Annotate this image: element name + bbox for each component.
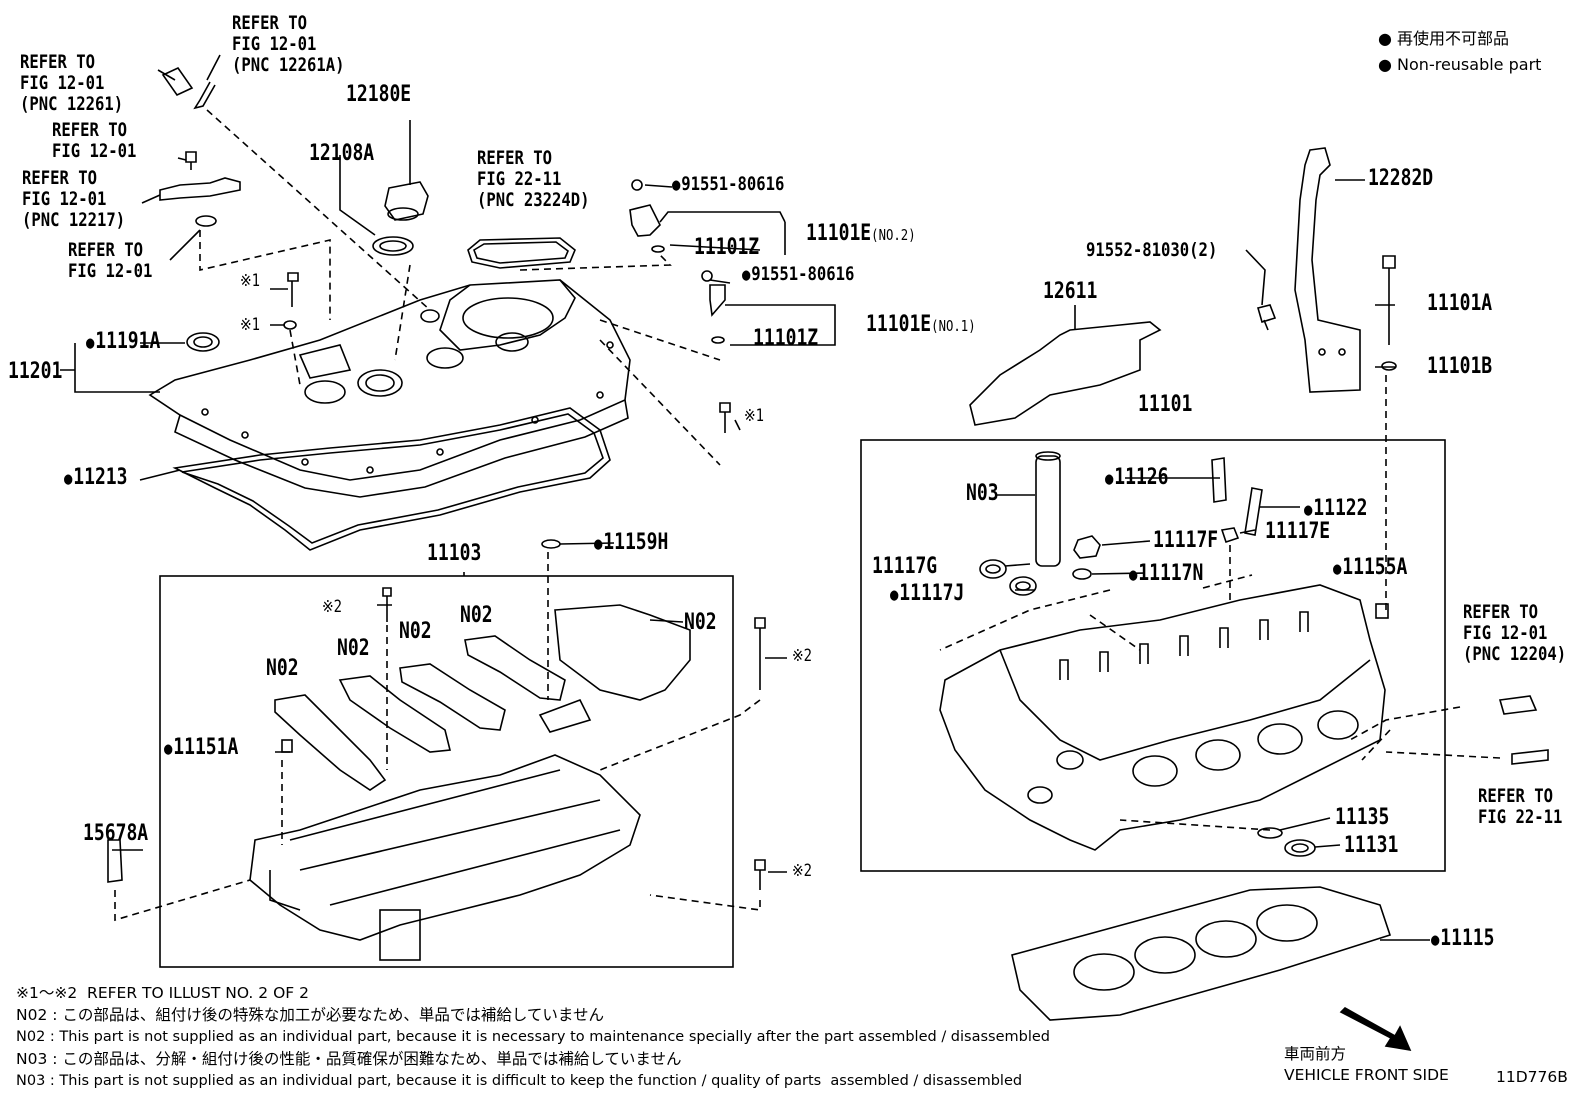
- front-side-en: VEHICLE FRONT SIDE: [1284, 1066, 1449, 1084]
- note-ref-illust: ※1〜※2 REFER TO ILLUST NO. 2 OF 2: [16, 984, 309, 1002]
- part-11115: 11115: [1431, 927, 1494, 952]
- legend-jp: ● 再使用不可部品: [1378, 29, 1510, 48]
- part-11201: 11201: [8, 359, 63, 384]
- head-gasket-drawing: [1011, 886, 1392, 1021]
- label-refer-fig12-01-bolt: REFER TO FIG 12-01: [52, 119, 137, 162]
- figure-id: 11D776B: [1496, 1068, 1568, 1086]
- part-11101Z-no2: 11101Z: [694, 235, 760, 260]
- label-refer-fig12-01-pnc12261: REFER TO FIG 12-01 (PNC 12261): [20, 51, 124, 115]
- part-11101A: 11101A: [1427, 291, 1493, 316]
- part-11122: 11122: [1304, 497, 1367, 522]
- part-12282D: 12282D: [1368, 166, 1434, 191]
- part-12180E: 12180E: [346, 82, 412, 107]
- label-refer-fig22-11-stud: REFER TO FIG 22-11: [1478, 785, 1563, 828]
- part-11101B: 11101B: [1427, 354, 1493, 379]
- note-n02-en: N02 : This part is not supplied as an in…: [16, 1029, 1050, 1045]
- cylinder-head-frame: [860, 439, 1446, 872]
- mark-x1-a: ※1: [240, 271, 261, 291]
- n02-cap-1: N02: [266, 656, 299, 681]
- part-11135: 11135: [1335, 805, 1390, 830]
- part-11131: 11131: [1344, 833, 1399, 858]
- label-refer-fig12-01-pnc12204: REFER TO FIG 12-01 (PNC 12204): [1463, 601, 1567, 665]
- part-15678A: 15678A: [83, 821, 149, 846]
- cylinder-head-drawing: [939, 584, 1386, 851]
- part-11191A: 11191A: [86, 330, 160, 355]
- n02-cap-2: N02: [337, 636, 370, 661]
- label-refer-fig12-01-pnc12261a: REFER TO FIG 12-01 (PNC 12261A): [232, 12, 345, 76]
- mark-x2-a: ※2: [322, 597, 343, 617]
- label-refer-fig22-11-pnc23224d: REFER TO FIG 22-11 (PNC 23224D): [477, 147, 590, 211]
- cylinder-head-cover-drawing: [148, 279, 631, 498]
- part-11101: 11101: [1138, 392, 1193, 417]
- front-arrow-icon: [1339, 1007, 1412, 1052]
- n02-cap-5: N02: [684, 610, 717, 635]
- part-11213: 11213: [64, 466, 127, 491]
- note-n02-jp: N02 : この部品は、組付け後の特殊な加工が必要なため、単品では補給していませ…: [16, 1006, 604, 1024]
- n02-cap-3: N02: [399, 619, 432, 644]
- mark-x2-b: ※2: [792, 646, 813, 666]
- part-91551-80616-a: 91551-80616: [672, 174, 784, 196]
- note-n03-en: N03 : This part is not supplied as an in…: [16, 1073, 1023, 1089]
- mark-x1-b: ※1: [240, 315, 261, 335]
- part-11151A: 11151A: [164, 736, 238, 761]
- note-n03-jp: N03 : この部品は、分解・組付け後の性能・品質確保が困難なため、単品では補給…: [16, 1050, 682, 1068]
- legend-en: ● Non-reusable part: [1378, 55, 1542, 74]
- part-91552-81030: 91552-81030(2): [1086, 239, 1218, 261]
- part-11101Z-no1: 11101Z: [753, 326, 819, 351]
- camshaft-housing-frame: [159, 575, 734, 968]
- part-91551-80616-b: 91551-80616: [742, 264, 854, 286]
- part-11117F: 11117F: [1153, 528, 1219, 553]
- label-refer-fig12-01-ring: REFER TO FIG 12-01: [68, 239, 153, 282]
- n03-tube: N03: [966, 481, 999, 506]
- camshaft-housing-drawing: [249, 754, 641, 961]
- mark-x1-c: ※1: [744, 406, 765, 426]
- mark-x2-c: ※2: [792, 861, 813, 881]
- part-12108A: 12108A: [309, 141, 375, 166]
- part-11117J: 11117J: [890, 582, 964, 607]
- part-12611: 12611: [1043, 279, 1098, 304]
- part-11159H: 11159H: [594, 531, 668, 556]
- part-11117N: 11117N: [1129, 562, 1203, 587]
- part-11126: 11126: [1105, 466, 1168, 491]
- label-refer-fig12-01-pnc12217: REFER TO FIG 12-01 (PNC 12217): [22, 167, 126, 231]
- part-11103: 11103: [427, 541, 482, 566]
- part-11101E-no1: 11101E(NO.1): [866, 312, 976, 337]
- n02-cap-4: N02: [460, 603, 493, 628]
- part-11117E: 11117E: [1265, 519, 1331, 544]
- front-side-jp: 車両前方: [1284, 1045, 1347, 1063]
- part-11155A: 11155A: [1333, 556, 1407, 581]
- part-11117G: 11117G: [872, 554, 938, 579]
- part-11101E-no2: 11101E(NO.2): [806, 221, 916, 246]
- head-cover-gasket-drawing: [172, 407, 611, 551]
